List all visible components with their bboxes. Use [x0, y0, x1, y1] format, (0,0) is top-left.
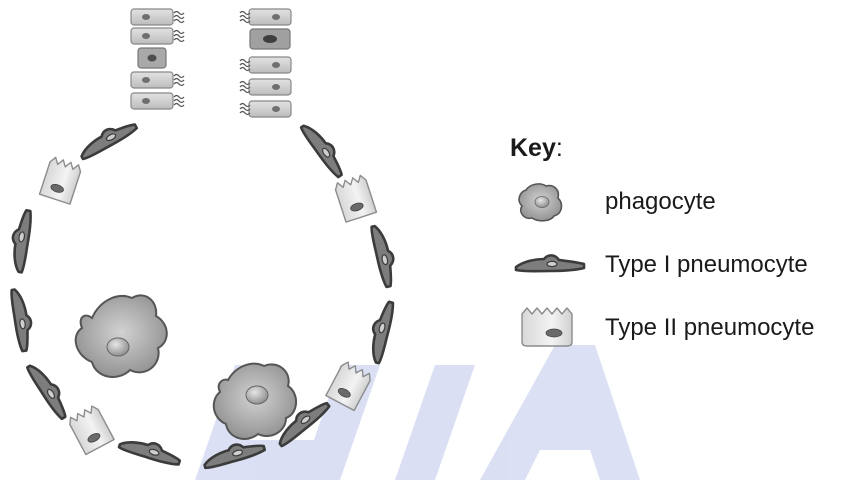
type-1-pneumocyte [363, 298, 398, 365]
bronchiole-right-cells [239, 8, 292, 118]
phagocyte [212, 362, 297, 440]
type-2-pneumocyte [66, 403, 115, 456]
bronchiole-left-cells [130, 8, 185, 110]
type-2-pneumocyte [332, 173, 378, 223]
key-label-phagocyte: phagocyte [605, 188, 716, 215]
key-label-type-2-pneumocyte: Type II pneumocyte [605, 314, 815, 341]
type-1-pneumocyte [74, 115, 140, 162]
type-1-pneumocyte [5, 207, 35, 274]
type-1-pneumocyte [117, 431, 184, 469]
type-2-pneumocyte-icon [521, 307, 573, 347]
type-1-pneumocyte-icon [514, 254, 586, 273]
type-1-pneumocyte [24, 358, 74, 422]
type-1-pneumocyte [369, 222, 401, 289]
type-1-pneumocyte [298, 117, 350, 181]
type-1-pneumocyte [9, 286, 37, 353]
type-2-pneumocyte [38, 155, 84, 205]
key-title: Key: [510, 134, 563, 162]
key-label-type-1-pneumocyte: Type I pneumocyte [605, 251, 808, 278]
phagocyte-icon [518, 183, 563, 222]
bronchiole [130, 8, 292, 118]
phagocyte [74, 294, 168, 378]
